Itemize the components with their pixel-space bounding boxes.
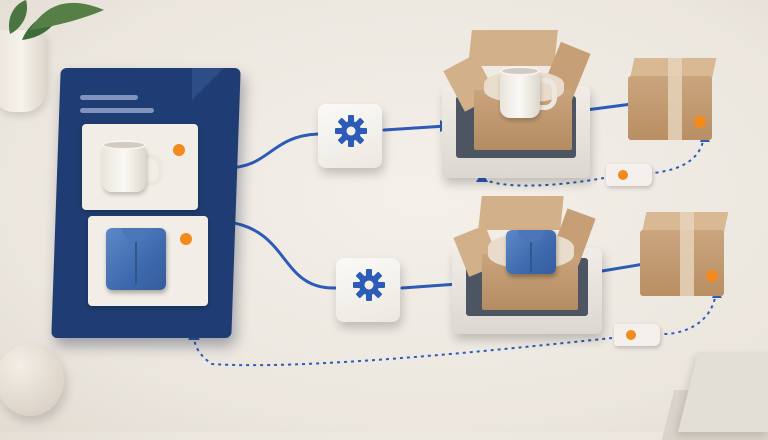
shirt-icon [506, 230, 556, 276]
status-dot [626, 330, 636, 340]
connector-gear-to-tray-bottom [400, 282, 460, 290]
status-dot [618, 170, 628, 180]
open-box-icon [443, 30, 591, 154]
status-dot [694, 116, 706, 128]
stone-decor [0, 344, 64, 416]
document-corner-fold [192, 68, 224, 100]
document-heading-line [80, 108, 154, 113]
status-dot [180, 233, 192, 245]
connector-tray-to-parcel-top [584, 102, 634, 112]
plant-pot [0, 30, 46, 112]
connector-catalog-to-gear-top [224, 132, 320, 170]
mug-icon [500, 66, 560, 118]
gear-icon [335, 115, 367, 147]
return-path-bottom [193, 291, 717, 367]
connector-gear-to-tray-top [382, 124, 448, 132]
connector-catalog-to-gear-bottom [226, 220, 338, 290]
mug-icon [102, 140, 166, 198]
open-box-icon [453, 196, 596, 316]
status-dot [706, 270, 718, 282]
parcel-icon [628, 58, 720, 144]
status-dot [173, 144, 185, 156]
plant-leaves-icon [8, 0, 104, 40]
parcel-icon [640, 212, 732, 298]
shirt-icon [106, 228, 166, 292]
connector-tray-to-parcel-bottom [594, 262, 646, 274]
document-heading-line [80, 95, 138, 100]
gear-icon [353, 269, 385, 301]
